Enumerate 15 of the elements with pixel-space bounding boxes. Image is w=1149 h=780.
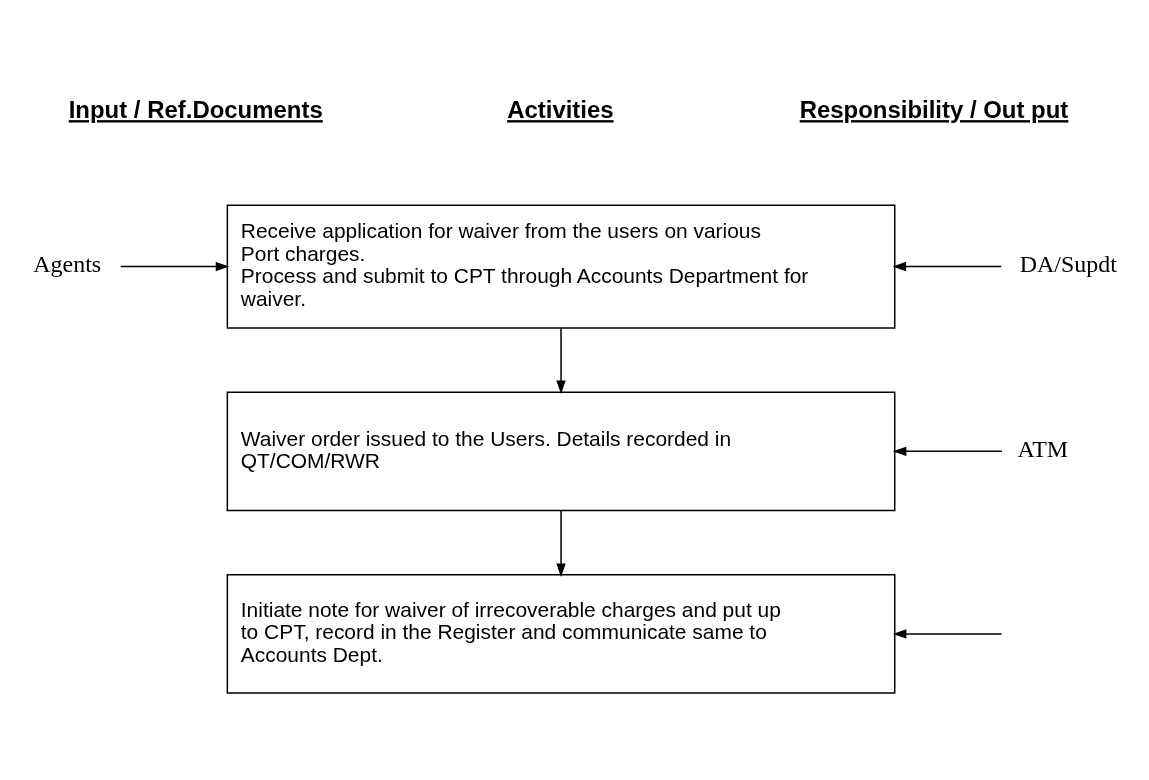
node-text: Agents	[33, 251, 102, 278]
arrow	[556, 509, 566, 577]
arrow	[556, 327, 566, 394]
node-text: DA/Supdt	[1019, 251, 1117, 278]
arrow	[892, 446, 1003, 457]
label: Responsibility / Out put	[799, 96, 1069, 124]
arrow	[892, 629, 1003, 639]
node-box: Initiate note for waiver of irrecoverable charges and put up to CPT, record in the Register and communicate same to Accounts Dept.	[226, 574, 896, 694]
node-box: Receive application for waiver from the users on various Port charges. Process and submit to CPT through Accounts Department for waiver.	[226, 204, 896, 329]
arrow	[892, 261, 1002, 272]
node-box: Waiver order issued to the Users. Details recorded in QT/COM/RWR	[226, 391, 896, 512]
node-text: ATM	[1017, 436, 1069, 463]
arrow	[120, 261, 230, 272]
label: Activities	[507, 96, 614, 124]
label: Input / Ref.Documents	[68, 96, 323, 124]
